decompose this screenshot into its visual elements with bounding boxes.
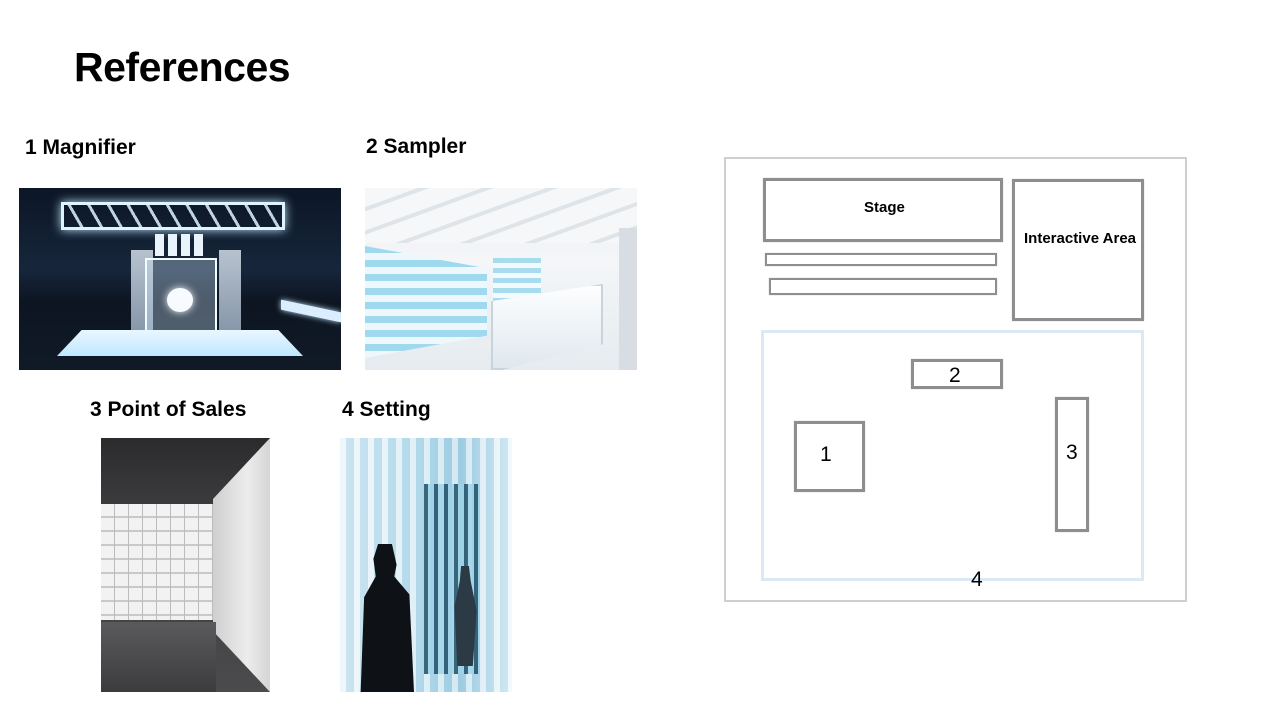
glass-pillar [131, 250, 153, 340]
point-of-sales-photo [101, 438, 270, 692]
floor [101, 622, 216, 692]
glass-pillar [219, 250, 241, 340]
seating-row [769, 278, 997, 295]
magnifier-station [794, 421, 865, 492]
column [619, 228, 637, 370]
marker-3: 3 [1066, 441, 1078, 464]
interactive-area [1012, 179, 1144, 321]
lit-side-wall [213, 438, 270, 692]
marker-1: 1 [820, 443, 832, 466]
light-truss [61, 202, 285, 230]
floor-plan [724, 157, 1187, 602]
exhibition-zone [761, 330, 1144, 581]
ceiling [365, 188, 637, 243]
stage-area [763, 178, 1003, 242]
product-wall [101, 504, 216, 620]
page-title: References [74, 44, 291, 90]
lit-bench [281, 299, 341, 323]
seating-row [765, 253, 997, 266]
bottle-shelves [365, 246, 487, 358]
reference-label-point-of-sales: 3 Point of Sales [90, 398, 247, 421]
stage-label: Stage [864, 199, 905, 216]
marker-4: 4 [971, 568, 983, 591]
magnifier-photo [19, 188, 341, 370]
setting-photo [340, 438, 512, 692]
glowing-globe [167, 288, 193, 312]
interactive-area-label: Interactive Area [1024, 230, 1137, 247]
sampler-station [911, 359, 1003, 389]
illuminated-floor [57, 330, 303, 356]
sampler-photo [365, 188, 637, 370]
reference-label-setting: 4 Setting [342, 398, 431, 421]
reference-label-magnifier: 1 Magnifier [25, 136, 136, 159]
point-of-sales-station [1055, 397, 1089, 532]
background-figure [454, 566, 477, 666]
reference-label-sampler: 2 Sampler [366, 135, 467, 158]
glass-tubes [155, 234, 207, 256]
marker-2: 2 [949, 364, 961, 387]
